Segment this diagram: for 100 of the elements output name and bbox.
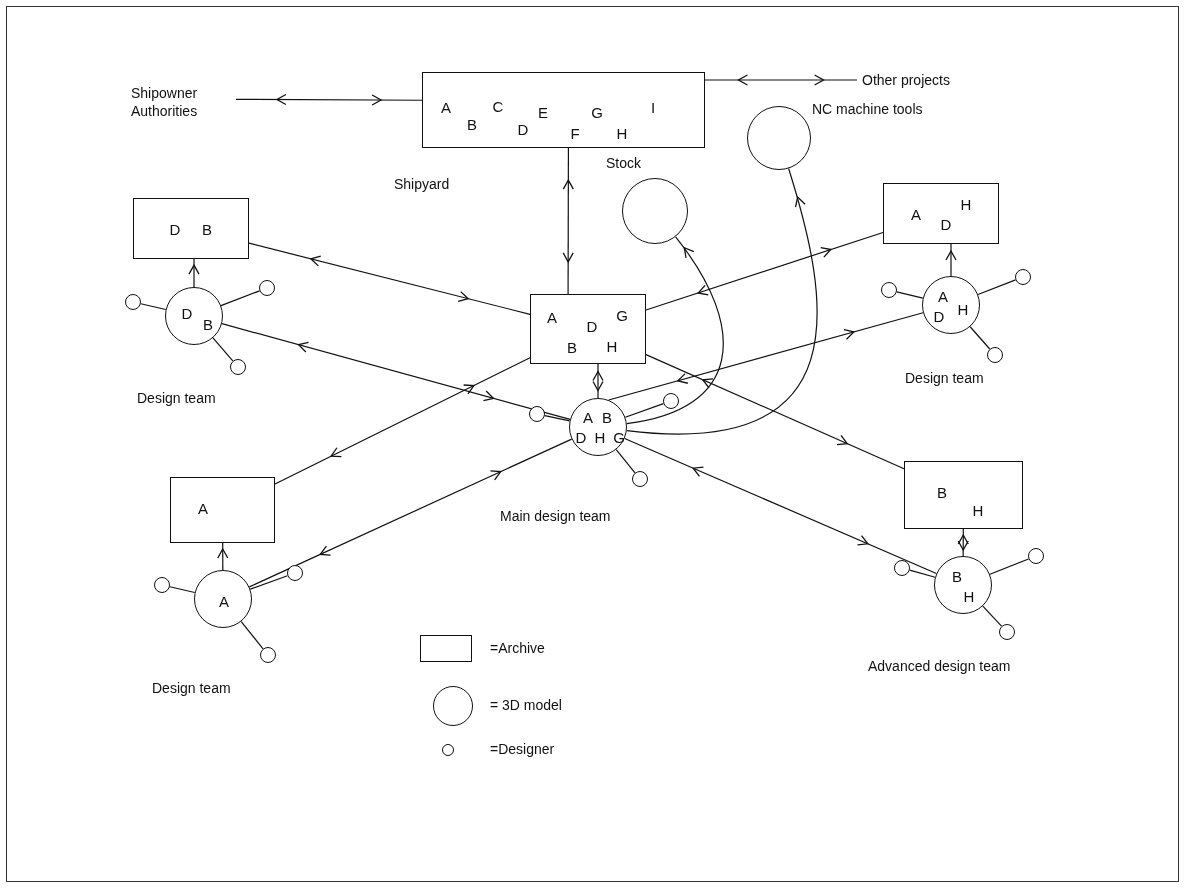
letter-label: D — [169, 221, 181, 237]
connector-line — [969, 326, 991, 350]
arrow — [221, 323, 571, 420]
arrow — [645, 354, 905, 470]
letter-label: H — [616, 125, 628, 141]
connector-line — [977, 279, 1017, 296]
arrow — [957, 528, 969, 557]
archive-box — [133, 198, 249, 259]
arrow — [626, 236, 724, 425]
arrow — [248, 242, 531, 315]
model-circle — [934, 556, 992, 614]
letter-label: I — [650, 99, 656, 115]
letter-label: A — [938, 288, 948, 304]
archive-box — [883, 183, 999, 244]
arrow — [592, 363, 604, 399]
connector-line — [909, 569, 936, 578]
designer-circle — [663, 393, 679, 409]
letter-label: A — [911, 206, 921, 222]
designer-circle — [260, 647, 276, 663]
letter-label: D — [575, 429, 587, 445]
letter-label: D — [181, 305, 193, 321]
arrow — [188, 258, 200, 288]
letter-label: H — [606, 338, 618, 354]
letter-label: D — [586, 318, 598, 334]
letter-label: H — [972, 502, 984, 518]
arrow — [608, 312, 924, 401]
letter-label: G — [616, 307, 628, 323]
connector-line — [982, 605, 1003, 627]
letter-label: A — [547, 309, 557, 325]
designer-circle — [632, 471, 648, 487]
connector-line — [212, 337, 234, 362]
caption-label: Main design team — [500, 508, 611, 525]
letter-label: B — [602, 409, 612, 425]
archive-box — [170, 477, 275, 543]
arrow — [624, 437, 937, 575]
designer-circle — [999, 624, 1015, 640]
letter-label: H — [957, 301, 969, 317]
letter-label: B — [467, 116, 477, 132]
letter-label: A — [583, 409, 593, 425]
designer-circle — [894, 560, 910, 576]
connector-line — [989, 558, 1030, 575]
arrow — [274, 357, 531, 485]
arrow — [248, 438, 573, 588]
designer-circle — [154, 577, 170, 593]
letter-label: F — [570, 125, 580, 141]
arrow — [217, 542, 229, 571]
caption-label: Design team — [137, 390, 216, 407]
connector-line — [615, 448, 636, 474]
designer-circle — [1028, 548, 1044, 564]
legend-label: =Archive — [490, 640, 545, 657]
caption-label: Design team — [152, 680, 231, 697]
text-label: Shipowner Authorities — [131, 84, 231, 124]
arrow — [704, 74, 858, 86]
caption-label: Shipyard — [394, 176, 450, 193]
letter-label: E — [538, 104, 548, 120]
arrow — [945, 243, 957, 277]
designer-circle — [881, 282, 897, 298]
connector-line — [544, 415, 571, 422]
connector-line — [249, 575, 289, 590]
designer-circle — [1015, 269, 1031, 285]
letter-label: D — [940, 216, 952, 232]
letter-label: B — [567, 339, 577, 355]
designer-circle — [529, 406, 545, 422]
arrow — [645, 231, 884, 311]
arrow — [235, 93, 423, 106]
connector-line — [169, 586, 196, 594]
designer-circle — [230, 359, 246, 375]
designer-circle — [125, 294, 141, 310]
caption-label: Advanced design team — [868, 658, 1011, 675]
caption-label: Stock — [606, 155, 641, 172]
letter-label: H — [594, 429, 606, 445]
connector-line — [624, 403, 665, 418]
designer-circle — [287, 565, 303, 581]
caption-label: NC machine tools — [812, 101, 923, 118]
legend-label: =Designer — [490, 741, 555, 758]
letter-label: B — [952, 568, 962, 584]
connector-line — [896, 291, 924, 299]
letter-label: H — [960, 196, 972, 212]
archive-box — [422, 72, 705, 148]
legend-label: = 3D model — [490, 697, 562, 714]
archive-box — [530, 294, 646, 364]
letter-label: B — [202, 221, 212, 237]
text-label: Other projects — [862, 71, 982, 89]
letter-label: A — [198, 500, 208, 516]
letter-label: H — [963, 588, 975, 604]
archive-box — [904, 461, 1023, 529]
letter-label: A — [441, 99, 451, 115]
letter-label: C — [492, 98, 504, 114]
letter-label: D — [933, 308, 945, 324]
arrow — [562, 147, 574, 295]
arrow — [626, 167, 818, 435]
connector-line — [220, 290, 261, 307]
letter-label: B — [937, 484, 947, 500]
letter-label: D — [517, 121, 529, 137]
letter-label: G — [613, 429, 625, 445]
designer-circle — [259, 280, 275, 296]
connector-line — [240, 621, 264, 650]
letter-label: G — [591, 104, 603, 120]
model-circle — [569, 398, 627, 456]
designer-circle — [987, 347, 1003, 363]
